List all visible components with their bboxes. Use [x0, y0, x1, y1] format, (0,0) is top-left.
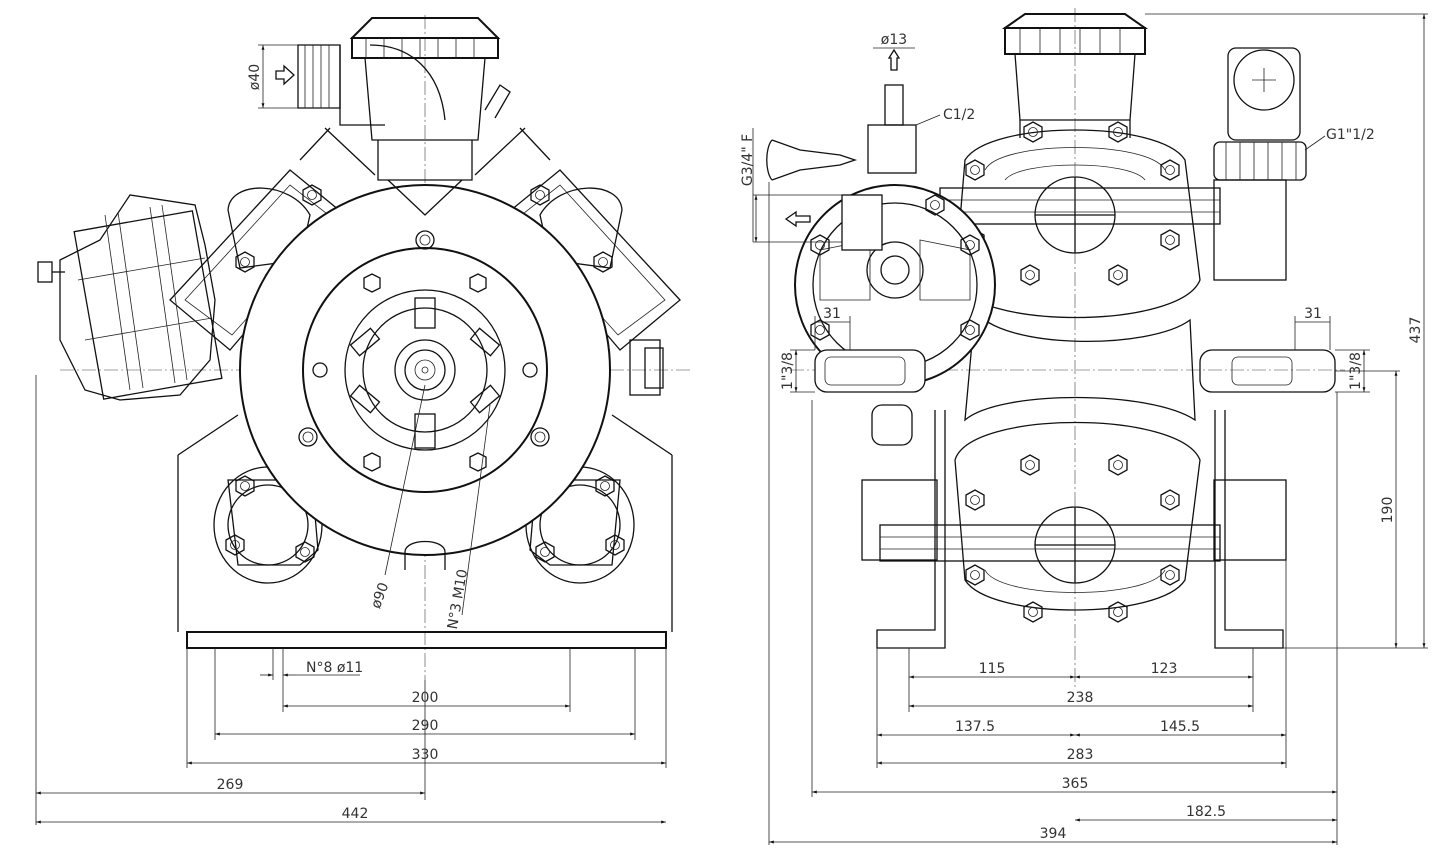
dim-437: 437: [1408, 317, 1424, 344]
dim-137-5: 137.5: [955, 719, 995, 735]
dim-394: 394: [1040, 826, 1067, 842]
hub-diameter-label: ø90: [368, 580, 392, 610]
dim-283: 283: [1067, 747, 1094, 763]
dim-365: 365: [1062, 776, 1089, 792]
dim-330: 330: [412, 747, 439, 763]
dim-145-5: 145.5: [1160, 719, 1200, 735]
left-port-label: 1"3/8: [780, 352, 796, 390]
side-view: ø13 C1/2 G1"1/2 G3/4" F 31 1"3/8 31 1"3/…: [740, 8, 1428, 845]
front-view: ø40 ø90 N°3 M10 N°8: [35, 15, 690, 825]
dim-200: 200: [412, 690, 439, 706]
dim-238: 238: [1067, 690, 1094, 706]
bypass-diameter-label: ø13: [881, 32, 907, 48]
dim-190: 190: [1380, 497, 1396, 524]
dim-182-5: 182.5: [1186, 804, 1226, 820]
inlet-diameter-label: ø40: [247, 64, 263, 90]
valve-thread-label: C1/2: [943, 107, 975, 123]
dim-115: 115: [979, 661, 1006, 677]
dim-269: 269: [217, 777, 244, 793]
dim-123: 123: [1151, 661, 1178, 677]
holes-note-label: N°8 ø11: [306, 660, 363, 676]
top-tank: [297, 17, 511, 216]
right-width-label: 31: [1304, 306, 1322, 322]
hub-thread-label: N°3 M10: [445, 568, 471, 631]
suction-thread-label: G1"1/2: [1326, 127, 1375, 143]
lower-head: [879, 421, 1221, 623]
upper-head: [939, 121, 1221, 319]
accumulator: [37, 194, 223, 401]
left-width-label: 31: [823, 306, 841, 322]
delivery-thread-label: G3/4" F: [740, 134, 756, 186]
dim-290: 290: [412, 718, 439, 734]
dim-442: 442: [342, 806, 369, 822]
